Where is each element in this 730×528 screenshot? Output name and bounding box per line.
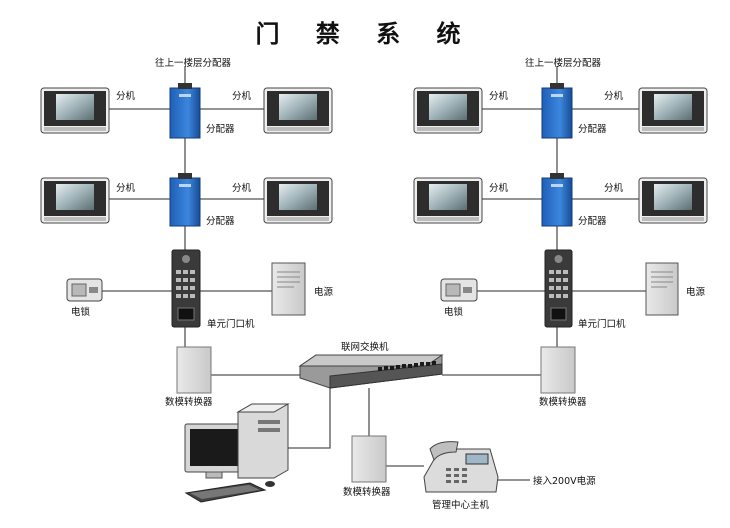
label-splitter: 分配器 (578, 124, 607, 135)
indoor-monitor (638, 177, 708, 224)
label-splitter: 分配器 (206, 124, 235, 135)
splitter-box (541, 173, 573, 227)
label-power: 电源 (314, 287, 334, 298)
label-handset: 分机 (116, 91, 136, 102)
door-station (544, 249, 573, 328)
indoor-monitor (263, 177, 333, 224)
label-electric-lock: 电锁 (444, 307, 464, 318)
label-ad-converter: 数模转换器 (539, 397, 587, 408)
indoor-monitor (40, 177, 110, 224)
management-host (423, 441, 499, 493)
indoor-monitor (263, 87, 333, 134)
label-unit-door-station: 单元门口机 (207, 319, 255, 330)
label-management-host: 管理中心主机 (432, 500, 490, 511)
label-handset: 分机 (489, 91, 509, 102)
label-ad-converter: 数模转换器 (343, 487, 391, 498)
electric-lock (440, 278, 478, 302)
label-handset: 分机 (489, 183, 509, 194)
label-ad-converter: 数模转换器 (165, 397, 213, 408)
label-power-input: 接入200V电源 (533, 476, 596, 487)
indoor-monitor (413, 87, 483, 134)
label-network-switch: 联网交换机 (341, 342, 389, 353)
label-unit-door-station: 单元门口机 (578, 319, 626, 330)
label-handset: 分机 (604, 183, 624, 194)
splitter-box (541, 83, 573, 139)
label-upper-floor-splitter: 往上一楼层分配器 (155, 58, 232, 69)
label-power: 电源 (686, 287, 706, 298)
diagram-title: 门 禁 系 统 (255, 19, 475, 48)
ad-converter (176, 346, 576, 483)
door-station (171, 249, 201, 328)
label-splitter: 分配器 (206, 216, 235, 227)
indoor-monitor (413, 177, 483, 224)
label-handset: 分机 (232, 183, 252, 194)
computer (184, 403, 290, 503)
power-supply (645, 262, 679, 316)
label-handset: 分机 (604, 91, 624, 102)
label-electric-lock: 电锁 (71, 307, 91, 318)
electric-lock (66, 278, 103, 302)
label-handset: 分机 (232, 91, 252, 102)
power-supply (271, 262, 306, 316)
network-switch (298, 354, 444, 389)
label-upper-floor-splitter: 往上一楼层分配器 (525, 58, 602, 69)
indoor-monitor (638, 87, 708, 134)
label-handset: 分机 (116, 183, 136, 194)
splitter-box (169, 83, 201, 139)
label-splitter: 分配器 (578, 216, 607, 227)
indoor-monitor (40, 87, 110, 134)
splitter-box (169, 173, 201, 227)
